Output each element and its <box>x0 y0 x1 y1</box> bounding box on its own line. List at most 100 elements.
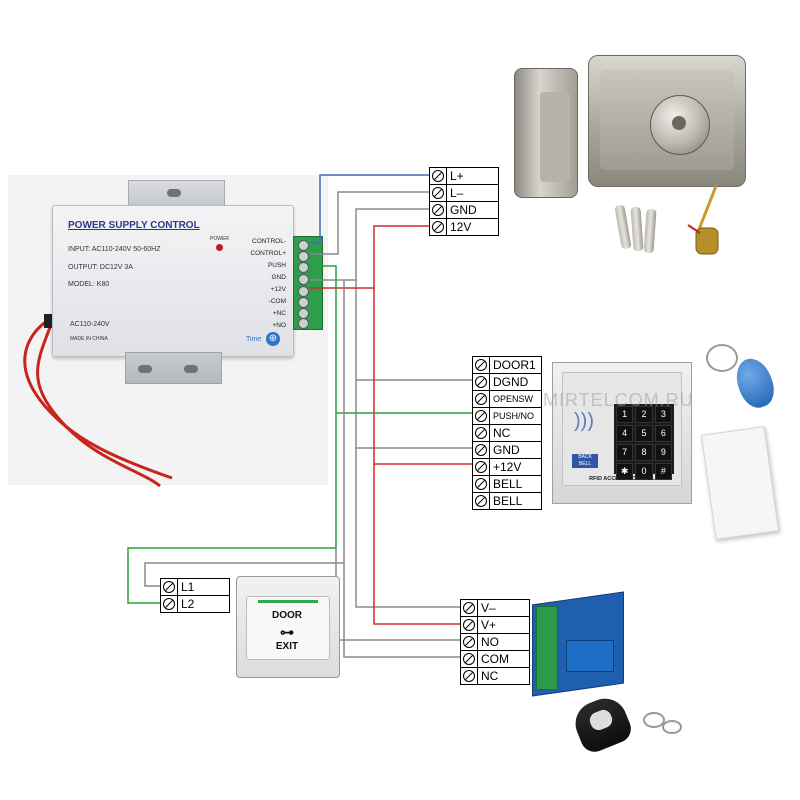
terminal-name: V– <box>481 601 496 615</box>
fob-ring-icon <box>706 344 738 372</box>
wire-control-minus <box>310 174 430 244</box>
screw-terminal-icon <box>430 185 447 201</box>
time-adjust-knob-icon: ⊕ <box>266 332 280 346</box>
psu-mounting-tab-bottom <box>125 352 222 384</box>
psu-input-spec: INPUT: AC110-240V 50-60HZ <box>68 246 161 253</box>
psu-title: POWER SUPPLY CONTROL <box>68 220 200 231</box>
screw-terminal-icon <box>473 442 490 458</box>
keypad-terminal-label: DOOR1 DGND OPENSW PUSH/NO NC GND +12V BE… <box>472 356 542 510</box>
psu-output-spec: OUTPUT: DC12V 3A <box>68 264 133 271</box>
keypad-key[interactable]: 8 <box>635 444 653 461</box>
rfid-wave-icon: ))) <box>574 410 594 432</box>
screw-terminal-icon <box>461 651 478 667</box>
keypad-keys: 1 2 3 4 5 6 7 8 9 ✱ 0 # <box>614 404 674 480</box>
keypad-key[interactable]: 3 <box>654 406 672 423</box>
keypad-key[interactable]: 2 <box>635 406 653 423</box>
terminal-name: BELL <box>493 494 523 508</box>
wire-control-plus <box>310 191 430 255</box>
terminal-name: L1 <box>181 580 195 594</box>
screw-terminal-icon <box>473 459 490 475</box>
psu-terminal-label: +NC <box>272 310 286 317</box>
terminal-name: DGND <box>493 375 529 389</box>
terminal-name: PUSH/NO <box>493 411 535 421</box>
keypad-key[interactable]: 4 <box>616 425 634 442</box>
screw-terminal-icon <box>430 168 447 184</box>
terminal-name: NC <box>481 669 499 683</box>
terminal-name: COM <box>481 652 509 666</box>
terminal-name: DOOR1 <box>493 358 536 372</box>
terminal-name: L2 <box>181 597 195 611</box>
screw-terminal-icon <box>473 408 490 424</box>
terminal-name: V+ <box>481 618 497 632</box>
keypad-key[interactable]: 0 <box>635 463 653 480</box>
exit-button-terminal-label: L1 L2 <box>160 578 230 613</box>
terminal-name: NO <box>481 635 499 649</box>
terminal-name: BELL <box>493 477 523 491</box>
terminal-name: L– <box>450 186 464 200</box>
wire-push-exit <box>127 265 337 604</box>
terminal-name: GND <box>450 203 477 217</box>
keypad-key[interactable]: ✱ <box>616 463 634 480</box>
screw-terminal-icon <box>473 357 490 373</box>
psu-terminal-label: CONTROL+ <box>250 250 286 257</box>
power-led-icon <box>216 244 223 251</box>
psu-terminal-label: +12V <box>270 286 286 293</box>
terminal-name: GND <box>493 443 520 457</box>
psu-time-label: Time <box>246 336 262 343</box>
psu-terminal-label: GND <box>271 274 286 281</box>
key-icon: ⊶ <box>280 624 294 640</box>
screw-terminal-icon <box>430 219 447 235</box>
wire-gnd-exit <box>144 280 345 587</box>
wire-gnd-relay <box>355 448 460 608</box>
screw-terminal-icon <box>461 617 478 633</box>
psu-terminal-label: PUSH <box>267 262 286 269</box>
screw-terminal-icon <box>473 391 490 407</box>
relay-terminal-block <box>536 606 558 690</box>
relay-icon <box>566 640 614 672</box>
wire-gnd-lock <box>310 208 430 281</box>
psu-terminal-block <box>293 236 323 330</box>
keypad-footer-text: RFID ACCESS CONTROL <box>589 476 655 482</box>
terminal-name: L+ <box>450 169 464 183</box>
keypad-key[interactable]: 5 <box>635 425 653 442</box>
lock-terminal-label: L+ L– GND 12V <box>429 167 499 236</box>
screw-terminal-icon <box>161 579 178 595</box>
exit-button[interactable] <box>246 596 330 660</box>
screw-terminal-icon <box>461 634 478 650</box>
keypad-key[interactable]: 6 <box>654 425 672 442</box>
psu-terminal-label: CONTROL- <box>252 238 286 245</box>
terminal-name: +12V <box>493 460 522 474</box>
screw-terminal-icon <box>461 668 478 684</box>
lock-cylinder-knob-icon <box>650 95 710 155</box>
screw-terminal-icon <box>473 476 490 492</box>
terminal-name: OPENSW <box>493 394 534 404</box>
terminal-name: NC <box>493 426 511 440</box>
screw-terminal-icon <box>473 374 490 390</box>
lock-keyhole-icon <box>672 116 686 130</box>
keypad-key[interactable]: 1 <box>616 406 634 423</box>
exit-button-label-exit: EXIT <box>275 641 299 652</box>
exit-button-label-door: DOOR <box>272 610 302 621</box>
wire-relay-com <box>343 563 460 658</box>
psu-terminal-label: -COM <box>268 298 286 305</box>
screw-terminal-icon <box>473 493 490 509</box>
keypad-key[interactable]: # <box>654 463 672 480</box>
power-supply-unit <box>52 205 294 357</box>
screw-terminal-icon <box>430 202 447 218</box>
watermark: MIRTELCOM.RU <box>543 390 694 410</box>
keypad-key[interactable]: 7 <box>616 444 634 461</box>
psu-terminal-label: +NO <box>272 322 286 329</box>
keypad-bell-badge: BACK BELL <box>572 454 598 468</box>
wire-12v-relay <box>373 464 460 625</box>
keypad-key[interactable]: 9 <box>654 444 672 461</box>
wire-12v-lock <box>310 225 430 289</box>
psu-model: MODEL: K80 <box>68 281 110 288</box>
relay-terminal-label: V– V+ NO COM NC <box>460 599 530 685</box>
screw-terminal-icon <box>161 596 178 612</box>
screw-terminal-icon <box>473 425 490 441</box>
psu-made-in: MADE IN CHINA <box>70 336 108 342</box>
